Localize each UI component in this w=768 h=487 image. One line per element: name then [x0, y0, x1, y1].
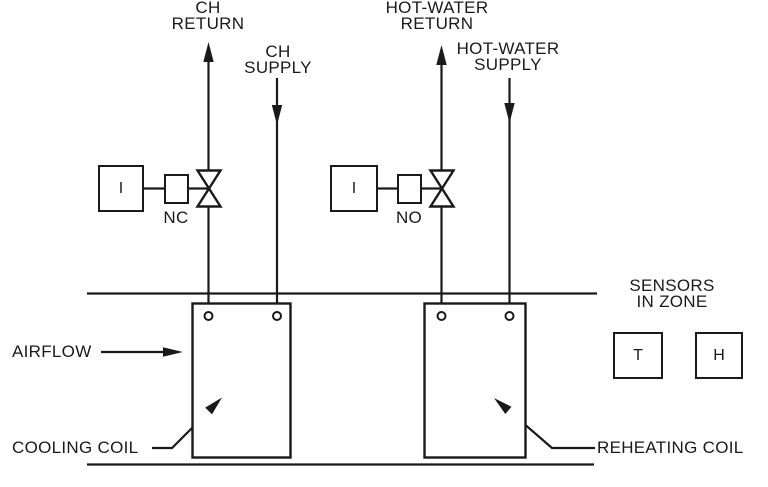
hw-valve-controller-box: I — [330, 165, 378, 212]
temperature-sensor-box: T — [613, 332, 663, 379]
airflow-arrowhead — [163, 347, 183, 357]
ch-valve-bottom-triangle — [195, 186, 223, 208]
hw-return-arrowhead — [436, 45, 447, 65]
hw-valve-bottom-triangle — [428, 186, 456, 208]
ch-return-label: CH RETURN — [171, 0, 245, 33]
reheating-coil-label: REHEATING COIL — [597, 438, 744, 457]
cooling-coil-supply-port — [272, 311, 282, 321]
cooling-coil-return-port — [203, 311, 214, 321]
ch-supply-arrowhead — [271, 105, 283, 125]
hw-return-label: HOT-WATER RETURN — [385, 0, 489, 33]
sensors-in-zone-label: SENSORS IN ZONE — [629, 276, 715, 311]
hw-supply-label: HOT-WATER SUPPLY — [456, 39, 560, 74]
reheating-coil-return-port — [436, 311, 447, 321]
hw-valve-actuator-box — [397, 174, 422, 204]
ch-valve-controller-box: I — [98, 165, 144, 212]
ch-return-arrowhead — [203, 42, 214, 62]
cooling-coil-arrowhead — [205, 397, 222, 415]
reheating-coil-arrowhead — [494, 398, 512, 414]
hw-valve-state-label: NO — [395, 208, 423, 227]
ch-valve-state-label: NC — [163, 208, 189, 227]
airflow-label: AIRFLOW — [12, 342, 92, 361]
ch-valve-actuator-box — [164, 174, 189, 204]
cooling-coil-label: COOLING COIL — [12, 438, 139, 457]
ch-supply-label: CH SUPPLY — [244, 42, 312, 77]
reheating-coil-supply-port — [504, 311, 515, 321]
hw-valve-top-triangle — [428, 169, 456, 191]
reheating-coil-box — [423, 302, 527, 459]
hw-supply-arrowhead — [504, 103, 515, 123]
humidity-sensor-box: H — [695, 332, 743, 379]
ch-valve-top-triangle — [195, 169, 223, 191]
cooling-coil-box — [191, 302, 292, 459]
